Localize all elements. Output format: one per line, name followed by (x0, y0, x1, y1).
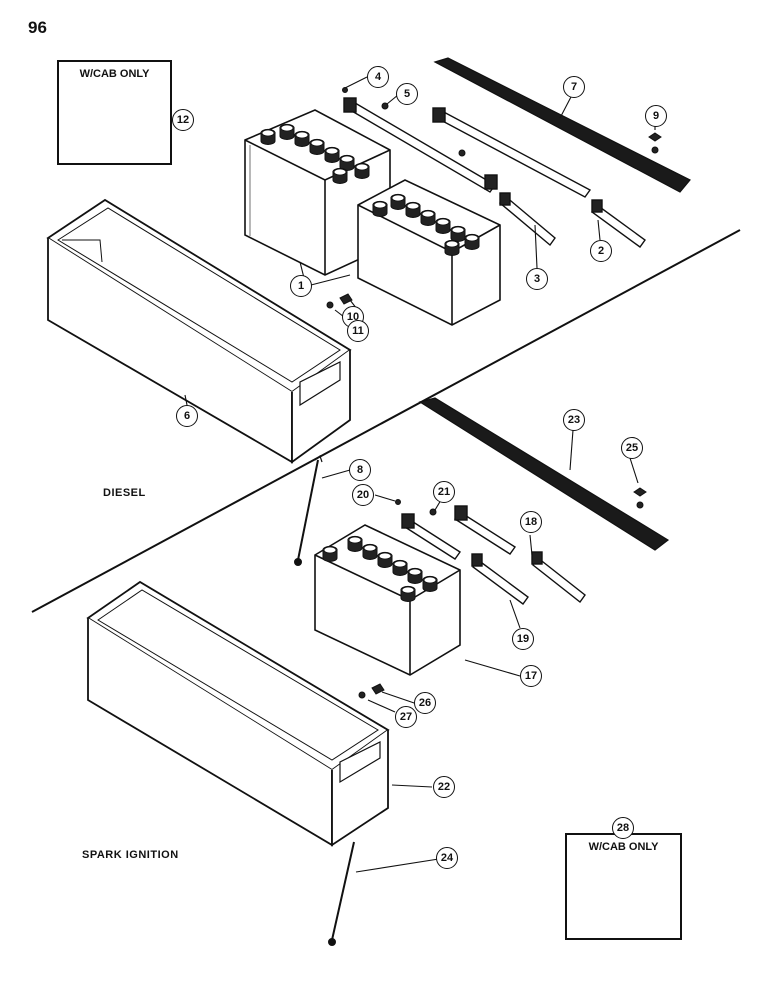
callout-3: 3 (526, 268, 548, 290)
callout-12: 12 (172, 109, 194, 131)
callout-5: 5 (396, 83, 418, 105)
callout-26: 26 (414, 692, 436, 714)
callout-9: 9 (645, 105, 667, 127)
battery-tray-diesel (46, 198, 352, 464)
callout-11: 11 (347, 320, 369, 342)
section-label-diesel: DIESEL (103, 487, 146, 499)
callout-24: 24 (436, 847, 458, 869)
callout-17: 17 (520, 665, 542, 687)
callout-27: 27 (395, 706, 417, 728)
callout-4: 4 (367, 66, 389, 88)
callout-28: 28 (612, 817, 634, 839)
hold-down-rods (294, 454, 355, 946)
callout-1: 1 (290, 275, 312, 297)
page-number: 96 (28, 18, 47, 37)
inset-cab-top: W/CAB ONLY (57, 60, 172, 165)
callout-7: 7 (563, 76, 585, 98)
callout-18: 18 (520, 511, 542, 533)
callout-22: 22 (433, 776, 455, 798)
section-label-spark: SPARK IGNITION (82, 849, 179, 861)
callout-21: 21 (433, 481, 455, 503)
separator-line (31, 229, 741, 613)
small-parts-diesel (326, 87, 662, 309)
small-parts-spark (358, 487, 647, 699)
callout-20: 20 (352, 484, 374, 506)
inset-cab-bottom: W/CAB ONLY (565, 833, 682, 940)
hold-down-spark (418, 397, 670, 551)
inset-cab-bottom-label: W/CAB ONLY (588, 841, 659, 853)
cable-diesel-long (343, 97, 646, 248)
inset-cab-top-label: W/CAB ONLY (79, 68, 150, 80)
callout-2: 2 (590, 240, 612, 262)
callout-25: 25 (621, 437, 643, 459)
hold-down-diesel (433, 57, 691, 193)
battery-diesel-front (357, 179, 501, 326)
callout-23: 23 (563, 409, 585, 431)
callout-8: 8 (349, 459, 371, 481)
leader-lines (184, 76, 656, 873)
cable-spark (401, 505, 586, 605)
battery-tray-spark (86, 580, 390, 847)
callout-6: 6 (176, 405, 198, 427)
callout-19: 19 (512, 628, 534, 650)
